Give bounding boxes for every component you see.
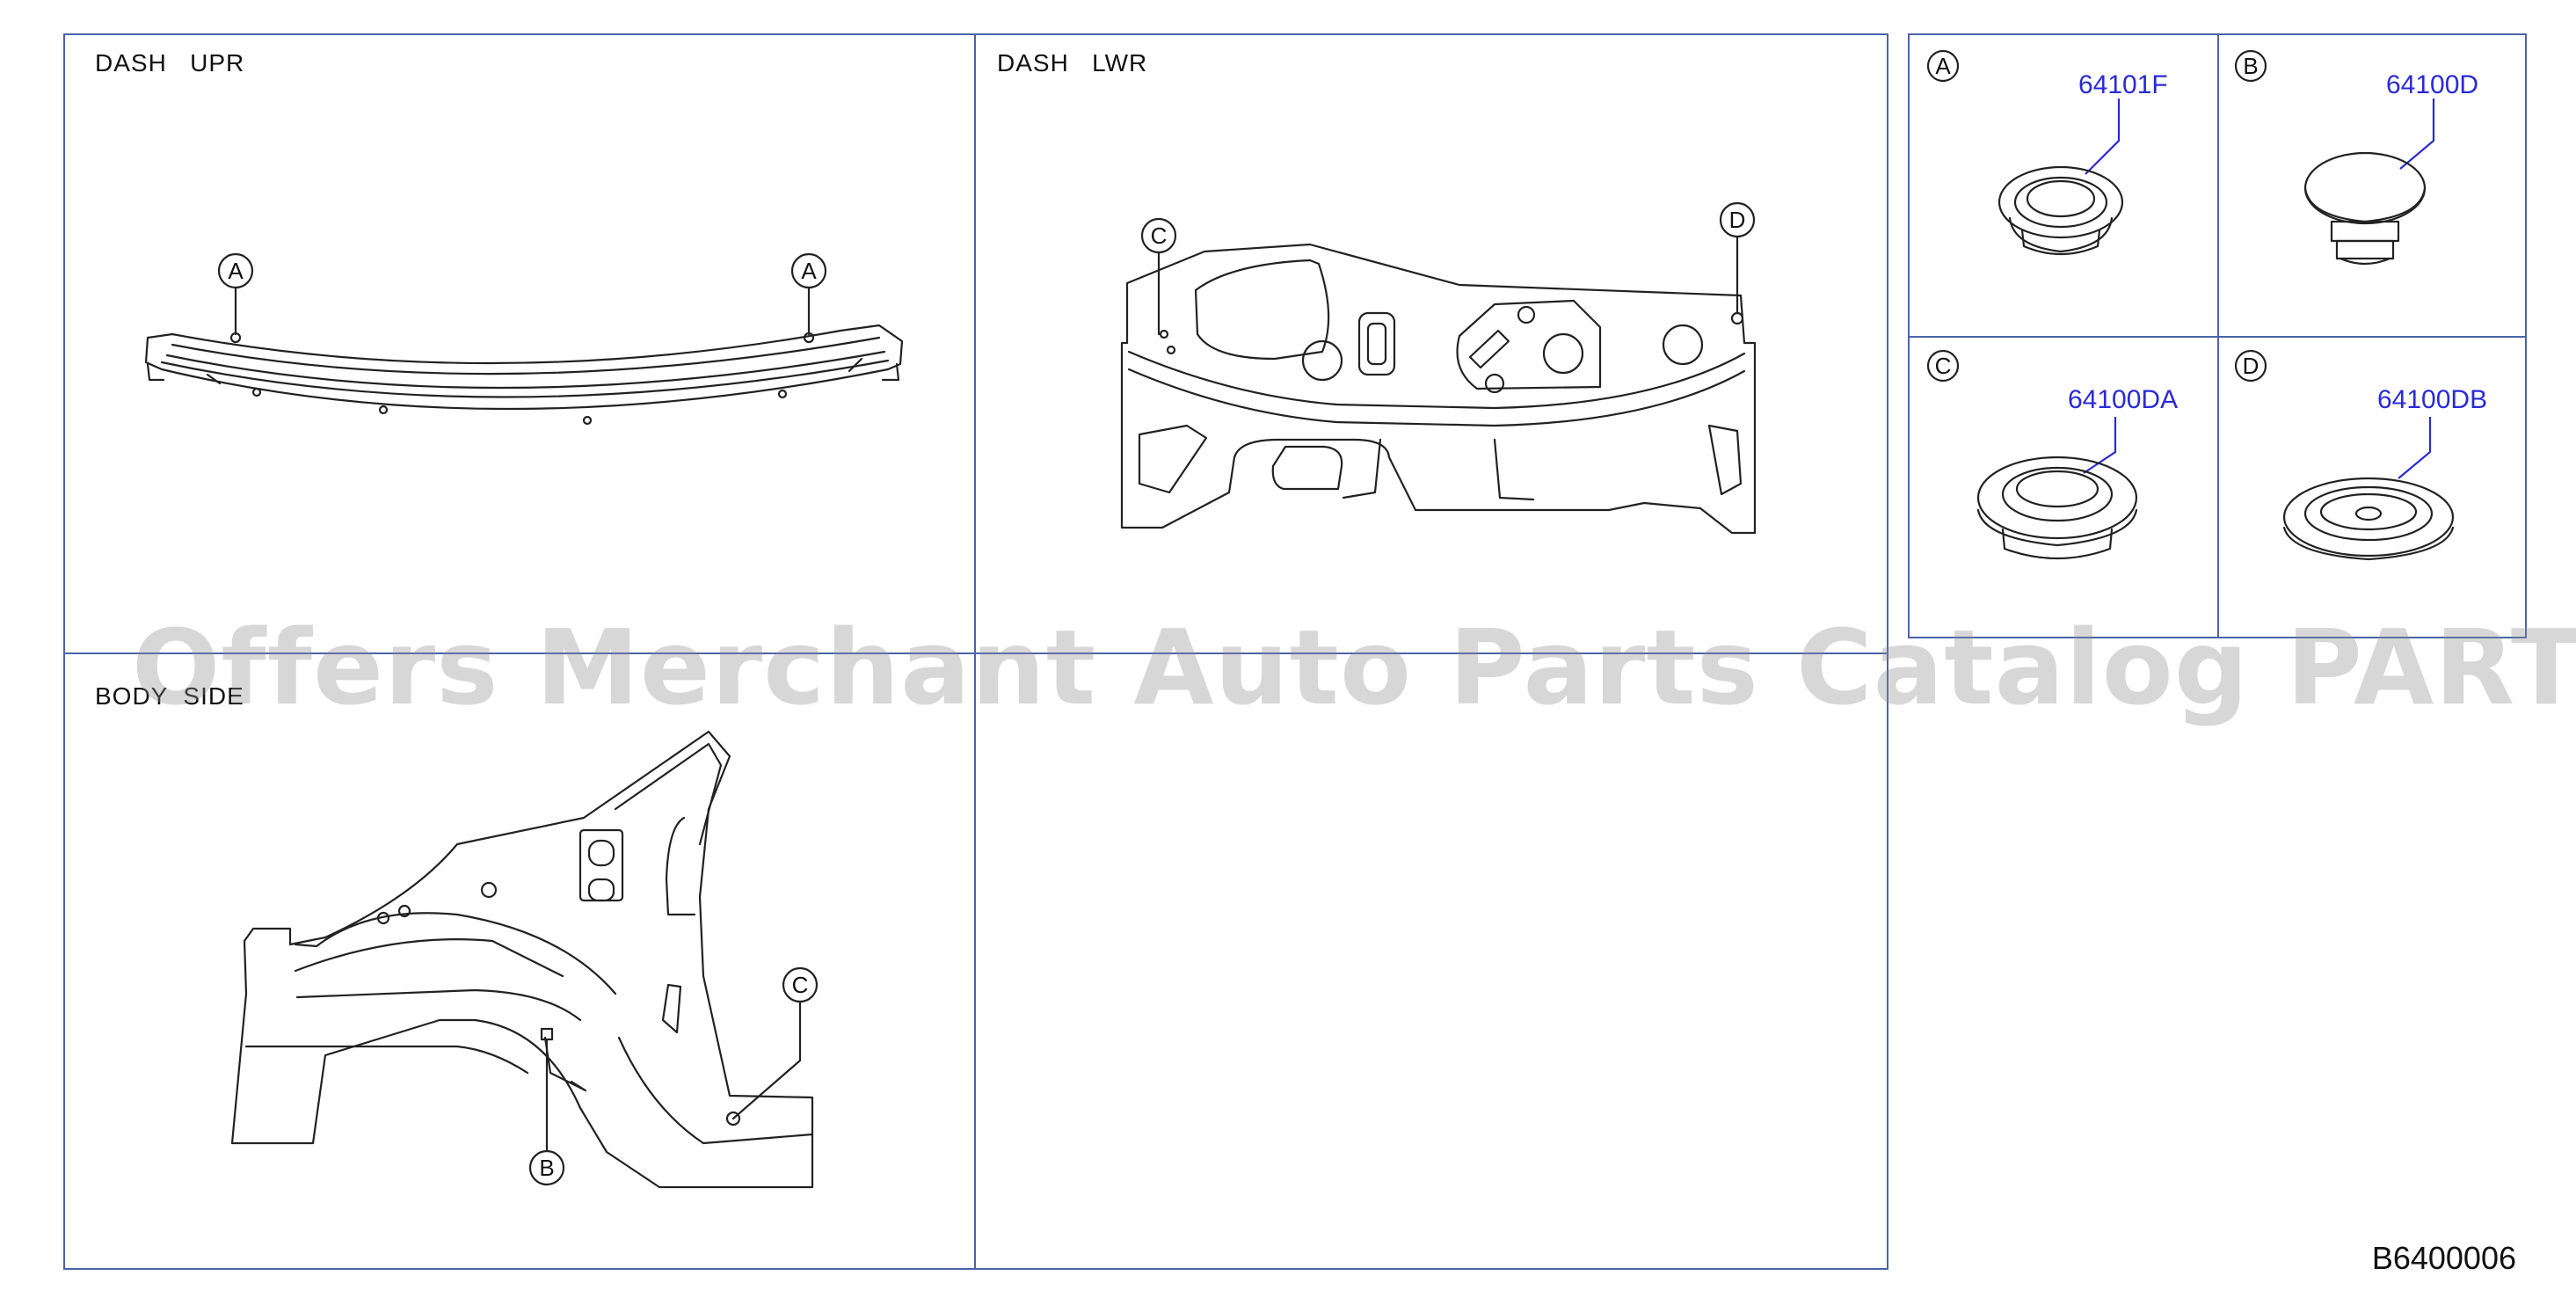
part-cell-a[interactable] — [1908, 33, 2219, 338]
panel-label-dash-upr: DASH UPR — [95, 49, 245, 77]
part-number-c[interactable]: 64100DA — [2068, 385, 2179, 414]
part-cell-d[interactable] — [2217, 336, 2527, 638]
part-number-b[interactable]: 64100D — [2386, 70, 2479, 99]
panel-body-side — [63, 652, 976, 1270]
panel-dash-lwr — [974, 33, 1888, 654]
part-number-a[interactable]: 64101F — [2078, 70, 2168, 99]
panel-label-dash-lwr: DASH LWR — [997, 49, 1148, 77]
watermark-text: Offers Merchant Auto Parts Catalog PARTS… — [132, 607, 2576, 728]
part-cell-b[interactable] — [2217, 33, 2527, 338]
panel-empty — [974, 652, 1888, 1270]
part-number-d[interactable]: 64100DB — [2377, 385, 2488, 414]
panel-label-body-side: BODY SIDE — [95, 682, 244, 710]
panel-dash-upr — [63, 33, 976, 654]
part-cell-c[interactable] — [1908, 336, 2219, 638]
diagram-code: B6400006 — [2371, 1240, 2516, 1276]
